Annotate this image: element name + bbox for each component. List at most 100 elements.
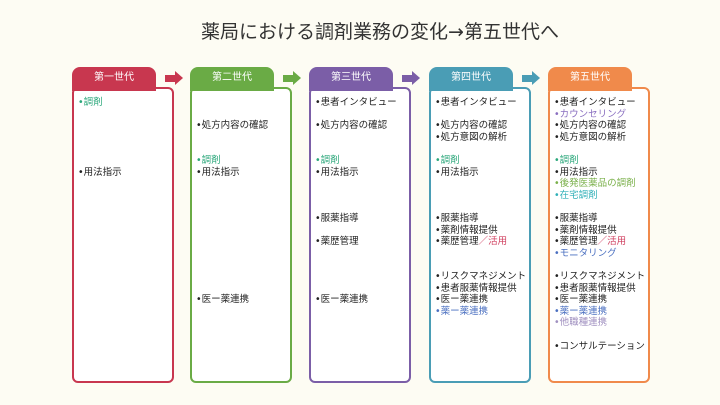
generation-box: •患者インタビュー•カウンセリング•処方内容の確認•処方意図の解析 •調剤•用法指… xyxy=(548,87,650,383)
task-text: •リスクマネジメント xyxy=(435,271,527,282)
task-text: •薬歴管理 xyxy=(315,236,359,248)
task-item: •処方内容の確認 xyxy=(435,120,507,132)
task-item: •用法指示 xyxy=(315,167,359,179)
task-text: •処方内容の確認 xyxy=(196,120,269,132)
task-text: •処方内容の確認 xyxy=(315,120,388,132)
task-text: •調剤 xyxy=(315,155,340,166)
task-text: •調剤 xyxy=(196,155,221,166)
task-item: •処方内容の確認 xyxy=(554,120,626,132)
task-item: •患者服薬情報提供 xyxy=(554,283,636,295)
generation-tab: 第二世代 xyxy=(190,67,274,91)
task-item: •患者インタビュー xyxy=(315,97,397,109)
generation-column-1: •調剤 •用法指示 第一世代 xyxy=(72,67,174,383)
task-text: •処方意図の解析 xyxy=(554,131,627,143)
task-item: •他職種連携 xyxy=(554,317,607,329)
task-item: •処方意図の解析 xyxy=(554,132,626,144)
generation-box: •患者インタビュー•処方内容の確認•処方意図の解析•調剤•用法指示•服薬指導•薬… xyxy=(429,87,531,383)
task-text: •薬ー薬連携 xyxy=(554,305,608,317)
task-item: •服薬指導 xyxy=(435,213,479,225)
task-item: •用法指示 xyxy=(78,167,122,179)
generation-tab: 第三世代 xyxy=(309,67,393,91)
task-text: •在宅調剤 xyxy=(554,189,598,201)
task-text: •患者服薬情報提供 xyxy=(554,282,636,294)
task-item: •服薬指導 xyxy=(554,213,598,225)
task-item: •調剤 xyxy=(315,155,340,167)
task-item: •モニタリング xyxy=(554,248,617,260)
task-item: •後発医薬品の調剤 xyxy=(554,178,636,190)
task-item: •薬ー薬連携 xyxy=(435,306,488,318)
generation-box: •調剤 •用法指示 xyxy=(72,87,174,383)
task-text: •医ー薬連携 xyxy=(554,294,608,306)
task-item: •医ー薬連携 xyxy=(196,294,249,306)
generation-column-4: •患者インタビュー•処方内容の確認•処方意図の解析•調剤•用法指示•服薬指導•薬… xyxy=(429,67,531,383)
task-text: •用法指示 xyxy=(196,166,240,178)
task-text: •服薬指導 xyxy=(315,213,359,224)
task-text: •調剤 xyxy=(78,97,103,108)
task-text: •医ー薬連携 xyxy=(435,294,489,306)
generation-column-2: •処方内容の確認 •調剤•用法指示 •医ー薬連携 第二世代 xyxy=(190,67,292,383)
task-text: •カウンセリング xyxy=(554,108,627,120)
task-item: •処方内容の確認 xyxy=(196,120,268,132)
task-text: •処方内容の確認 xyxy=(554,120,627,132)
task-item: •薬歴管理／活用 xyxy=(554,236,626,248)
task-item: •患者インタビュー xyxy=(435,97,517,109)
task-text: •患者インタビュー xyxy=(554,97,636,108)
task-item: •患者インタビュー xyxy=(554,97,636,109)
task-item: •用法指示 xyxy=(554,167,598,179)
task-text: •服薬指導 xyxy=(554,213,598,224)
task-item: •医ー薬連携 xyxy=(315,294,368,306)
task-item: •薬剤情報提供 xyxy=(554,225,617,237)
generation-tab: 第一世代 xyxy=(72,67,156,91)
task-text: •薬歴管理 xyxy=(435,236,479,248)
task-item: •リスクマネジメント xyxy=(554,271,645,283)
task-text: •調剤 xyxy=(435,155,460,166)
generation-box: •処方内容の確認 •調剤•用法指示 •医ー薬連携 xyxy=(190,87,292,383)
task-item: •医ー薬連携 xyxy=(435,294,488,306)
task-item: •処方意図の解析 xyxy=(435,132,507,144)
task-item: •用法指示 xyxy=(435,167,479,179)
task-text: •用法指示 xyxy=(554,166,598,178)
task-text: •薬剤情報提供 xyxy=(435,224,498,236)
task-text: •用法指示 xyxy=(315,166,359,178)
task-text: •薬ー薬連携 xyxy=(435,305,489,317)
generation-column-5: •患者インタビュー•カウンセリング•処方内容の確認•処方意図の解析 •調剤•用法指… xyxy=(548,67,650,383)
task-text: •薬歴管理 xyxy=(554,236,598,248)
task-item: •薬歴管理／活用 xyxy=(435,236,507,248)
task-text: •医ー薬連携 xyxy=(315,294,369,306)
task-text: •患者インタビュー xyxy=(435,97,517,108)
task-suffix: ／活用 xyxy=(478,236,508,248)
task-item: •コンサルテーション xyxy=(554,341,645,353)
task-text: •用法指示 xyxy=(435,166,479,178)
generation-column-3: •患者インタビュー •処方内容の確認 •調剤•用法指示 •服薬指導 •薬歴管理 •医ー薬連… xyxy=(309,67,411,383)
page-title: 薬局における調剤業務の変化→第五世代へ xyxy=(201,21,559,43)
task-text: •リスクマネジメント xyxy=(554,271,646,282)
task-item: •服薬指導 xyxy=(315,213,359,225)
task-text: •薬剤情報提供 xyxy=(554,224,617,236)
task-text: •処方内容の確認 xyxy=(435,120,508,132)
task-item: •調剤 xyxy=(435,155,460,167)
task-text: •後発医薬品の調剤 xyxy=(554,178,636,190)
task-item: •用法指示 xyxy=(196,167,240,179)
task-item: •調剤 xyxy=(196,155,221,167)
task-item: •処方内容の確認 xyxy=(315,120,387,132)
task-item: •医ー薬連携 xyxy=(554,294,607,306)
task-item: •調剤 xyxy=(554,155,579,167)
task-text: •医ー薬連携 xyxy=(196,294,250,306)
task-text: •調剤 xyxy=(554,155,579,166)
task-text: •患者服薬情報提供 xyxy=(435,282,517,294)
generation-tab: 第四世代 xyxy=(429,67,513,91)
task-item: •薬歴管理 xyxy=(315,236,359,248)
generation-tab: 第五世代 xyxy=(548,67,632,91)
task-text: •用法指示 xyxy=(78,166,122,178)
task-text: •モニタリング xyxy=(554,247,617,259)
task-item: •薬ー薬連携 xyxy=(554,306,607,318)
task-item: •在宅調剤 xyxy=(554,190,598,202)
task-text: •服薬指導 xyxy=(435,213,479,224)
task-text: •処方意図の解析 xyxy=(435,131,508,143)
task-item: •カウンセリング xyxy=(554,109,626,121)
task-item: •患者服薬情報提供 xyxy=(435,283,517,295)
task-item: •薬剤情報提供 xyxy=(435,225,498,237)
task-item: •調剤 xyxy=(78,97,103,109)
generation-box: •患者インタビュー •処方内容の確認 •調剤•用法指示 •服薬指導 •薬歴管理 •医ー薬連… xyxy=(309,87,411,383)
task-suffix: ／活用 xyxy=(597,236,627,248)
